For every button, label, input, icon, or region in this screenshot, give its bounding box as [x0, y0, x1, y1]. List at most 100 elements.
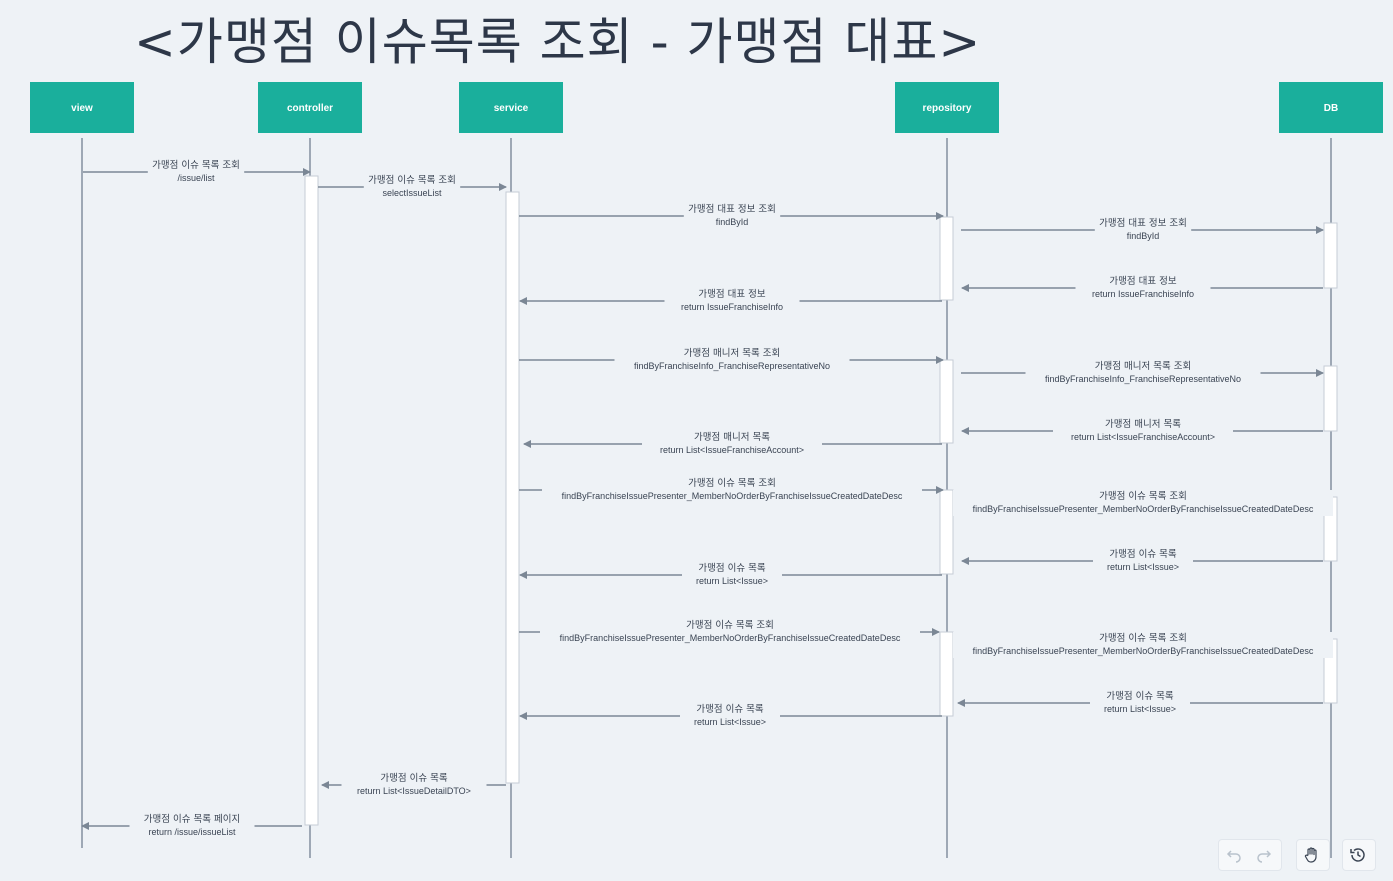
message-label-bg — [363, 174, 461, 200]
message-call[interactable]: 가맹점 매니저 목록 조회 findByFranchiseInfo_Franchi… — [961, 360, 1324, 386]
message-method: findByFranchiseIssuePresenter_MemberNoOr… — [560, 633, 901, 643]
message-label-bg — [540, 619, 920, 645]
message-label-bg — [1053, 418, 1233, 444]
pan-button[interactable] — [1297, 840, 1327, 870]
message-return[interactable]: 가맹점 매니저 목록 return List<IssueFranchiseAcco… — [961, 418, 1323, 444]
participant-label: DB — [1324, 103, 1338, 114]
message-label: 가맹점 매니저 목록 조회 — [1095, 360, 1191, 372]
message-label-bg — [1075, 275, 1211, 301]
message-label-bg — [1090, 690, 1190, 716]
message-call[interactable]: 가맹점 이슈 목록 조회 findByFranchiseIssuePresente… — [519, 477, 944, 503]
message-method: return List<Issue> — [1107, 562, 1179, 572]
message-label: 가맹점 이슈 목록 페이지 — [144, 813, 240, 825]
participant-db[interactable]: DB — [1279, 82, 1383, 133]
message-label: 가맹점 이슈 목록 조회 — [152, 159, 240, 171]
message-label: 가맹점 대표 정보 조회 — [1099, 217, 1187, 229]
message-label: 가맹점 이슈 목록 조회 — [1099, 490, 1187, 502]
message-method: return List<Issue> — [694, 717, 766, 727]
activation-repository — [939, 359, 954, 444]
message-label-bg — [664, 288, 800, 314]
message-return[interactable]: 가맹점 대표 정보 return IssueFranchiseInfo — [961, 275, 1323, 301]
activation-repository — [939, 216, 954, 301]
message-label-bg — [682, 562, 782, 588]
message-label-bg — [683, 203, 781, 229]
message-call[interactable]: 가맹점 대표 정보 조회 findById — [961, 217, 1324, 243]
message-return[interactable]: 가맹점 이슈 목록 return List<Issue> — [961, 548, 1323, 574]
message-method: return IssueFranchiseInfo — [681, 302, 783, 312]
activation-db — [1323, 222, 1338, 289]
participant-label: repository — [923, 103, 972, 114]
message-label-bg — [642, 431, 822, 457]
redo-button[interactable] — [1249, 840, 1279, 870]
message-label: 가맹점 대표 정보 — [1109, 275, 1176, 287]
message-label: 가맹점 이슈 목록 조회 — [368, 174, 456, 186]
participant-controller[interactable]: controller — [258, 82, 362, 133]
message-return[interactable]: 가맹점 이슈 목록 return List<Issue> — [519, 703, 942, 729]
message-method: return List<IssueFranchiseAccount> — [1071, 432, 1215, 442]
message-label: 가맹점 이슈 목록 조회 — [688, 477, 776, 489]
message-call[interactable]: 가맹점 이슈 목록 조회 findByFranchiseIssuePresente… — [953, 490, 1333, 516]
participant-repository[interactable]: repository — [895, 82, 999, 133]
participant-view[interactable]: view — [30, 82, 134, 133]
message-call[interactable]: 가맹점 매니저 목록 조회 findByFranchiseInfo_Franchi… — [519, 347, 944, 373]
message-label: 가맹점 이슈 목록 조회 — [686, 619, 774, 631]
message-label-bg — [341, 772, 487, 798]
history-button[interactable] — [1343, 840, 1373, 870]
activation-repository — [939, 631, 954, 717]
message-label-bg — [542, 477, 922, 503]
hand-icon — [1304, 847, 1317, 863]
message-label: 가맹점 대표 정보 — [698, 288, 765, 300]
pan-toolbar — [1296, 839, 1330, 871]
message-method: findByFranchiseInfo_FranchiseRepresentat… — [634, 361, 830, 371]
message-call[interactable]: 가맹점 이슈 목록 조회findByFranchiseIssuePresente… — [953, 632, 1333, 658]
message-label-bg — [1025, 360, 1261, 386]
message-return[interactable]: 가맹점 이슈 목록 return List<Issue> — [957, 690, 1323, 716]
message-label: 가맹점 매니저 목록 조회 — [684, 347, 780, 359]
message-call[interactable]: 가맹점 이슈 목록 조회 selectIssueList — [318, 174, 507, 200]
message-method: return List<Issue> — [1104, 704, 1176, 714]
history-toolbar — [1342, 839, 1376, 871]
message-method: findByFranchiseIssuePresenter_MemberNoOr… — [562, 491, 903, 501]
message-label-bg — [680, 703, 780, 729]
message-method: findByFranchiseIssuePresenter_MemberNoOr… — [973, 504, 1314, 514]
undo-button[interactable] — [1219, 840, 1249, 870]
message-call[interactable]: 가맹점 이슈 목록 조회/issue/list — [83, 159, 311, 185]
diagram-title: <가맹점 이슈목록 조회 - 가맹점 대표> — [134, 13, 982, 71]
message-label: 가맹점 이슈 목록 — [698, 562, 765, 574]
undo-icon — [1226, 850, 1241, 863]
message-method: findByFranchiseInfo_FranchiseRepresentat… — [1045, 374, 1241, 384]
message-label: 가맹점 매니저 목록 — [1105, 418, 1181, 430]
message-call[interactable]: 가맹점 이슈 목록 조회 findByFranchiseIssuePresente… — [519, 619, 940, 645]
redo-icon — [1257, 850, 1272, 863]
message-label-bg — [147, 159, 245, 185]
message-label: 가맹점 대표 정보 조회 — [688, 203, 776, 215]
message-method: return IssueFranchiseInfo — [1092, 289, 1194, 299]
activation-db — [1323, 365, 1338, 432]
message-label: 가맹점 이슈 목록 — [380, 772, 447, 784]
message-label: 가맹점 이슈 목록 — [696, 703, 763, 715]
participant-box — [1279, 82, 1383, 133]
participant-box — [30, 82, 134, 133]
message-method: findById — [1127, 231, 1160, 241]
message-method: /issue/list — [177, 173, 215, 183]
message-return[interactable]: 가맹점 대표 정보 return IssueFranchiseInfo — [519, 288, 942, 314]
participant-label: controller — [287, 103, 333, 114]
message-label-bg — [1094, 217, 1192, 243]
participant-label: view — [71, 103, 93, 114]
message-method: return List<Issue> — [696, 576, 768, 586]
message-label: 가맹점 이슈 목록 — [1106, 690, 1173, 702]
history-icon — [1350, 848, 1365, 862]
participant-box — [459, 82, 563, 133]
message-method: findById — [716, 217, 749, 227]
message-method: return List<IssueFranchiseAccount> — [660, 445, 804, 455]
message-call[interactable]: 가맹점 대표 정보 조회 findById — [519, 203, 944, 229]
participant-service[interactable]: service — [459, 82, 563, 133]
message-method: selectIssueList — [382, 188, 442, 198]
message-return[interactable]: 가맹점 이슈 목록 return List<Issue> — [519, 562, 942, 588]
participant-label: service — [494, 103, 529, 114]
message-label: 가맹점 이슈 목록 — [1109, 548, 1176, 560]
